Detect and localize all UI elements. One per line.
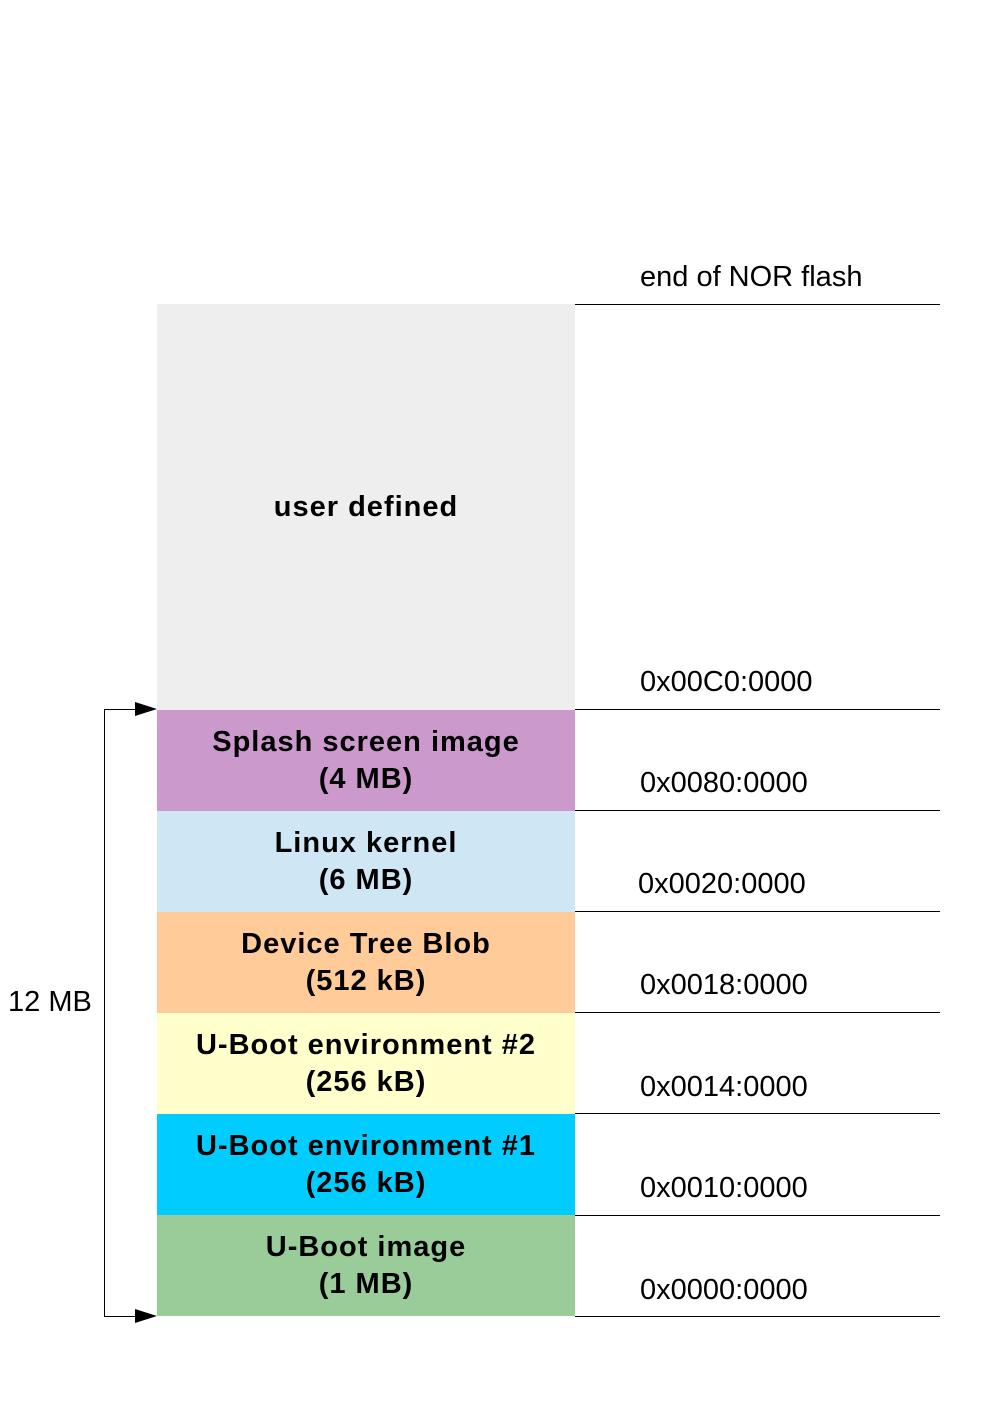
- divider-line: [575, 709, 940, 710]
- divider-line: [575, 810, 940, 811]
- bracket-bottom: [104, 1316, 138, 1317]
- bracket-top: [104, 709, 138, 710]
- divider-line: [575, 1316, 940, 1317]
- block-label: Linux kernel: [274, 826, 458, 859]
- address-label: 0x0010:0000: [640, 1172, 808, 1204]
- arrow-right-icon: [135, 1309, 157, 1323]
- block-label: user defined: [273, 490, 459, 523]
- block-label: U-Boot image: [265, 1230, 467, 1263]
- end-of-flash-label: end of NOR flash: [640, 261, 863, 293]
- block-splash-screen: Splash screen image (4 MB): [157, 710, 575, 811]
- size-label: 12 MB: [8, 986, 92, 1018]
- block-size: (4 MB): [318, 762, 414, 795]
- block-label: U-Boot environment #1: [195, 1129, 537, 1162]
- address-label: 0x0018:0000: [640, 969, 808, 1001]
- block-size: (1 MB): [318, 1267, 414, 1300]
- block-size: (512 kB): [305, 964, 427, 997]
- divider-line: [575, 1012, 940, 1013]
- divider-line: [575, 1113, 940, 1114]
- block-size: (256 kB): [305, 1166, 427, 1199]
- address-label: 0x0080:0000: [640, 767, 808, 799]
- block-label: U-Boot environment #2: [195, 1028, 537, 1061]
- block-user-defined: user defined: [157, 304, 575, 710]
- block-size: (6 MB): [318, 863, 414, 896]
- address-label: 0x0000:0000: [640, 1274, 808, 1306]
- block-device-tree: Device Tree Blob (512 kB): [157, 912, 575, 1013]
- block-label: Device Tree Blob: [241, 927, 491, 960]
- address-label: 0x0020:0000: [638, 868, 806, 900]
- size-bracket: [104, 709, 105, 1317]
- divider-line: [575, 911, 940, 912]
- block-size: (256 kB): [305, 1065, 427, 1098]
- block-linux-kernel: Linux kernel (6 MB): [157, 811, 575, 912]
- address-label: 0x0014:0000: [640, 1071, 808, 1103]
- divider-line: [575, 304, 940, 305]
- divider-line: [575, 1215, 940, 1216]
- block-uboot-env2: U-Boot environment #2 (256 kB): [157, 1013, 575, 1114]
- block-label: Splash screen image: [212, 725, 520, 758]
- block-uboot-env1: U-Boot environment #1 (256 kB): [157, 1114, 575, 1215]
- arrow-right-icon: [135, 702, 157, 716]
- block-uboot-image: U-Boot image (1 MB): [157, 1215, 575, 1316]
- address-label: 0x00C0:0000: [640, 666, 813, 698]
